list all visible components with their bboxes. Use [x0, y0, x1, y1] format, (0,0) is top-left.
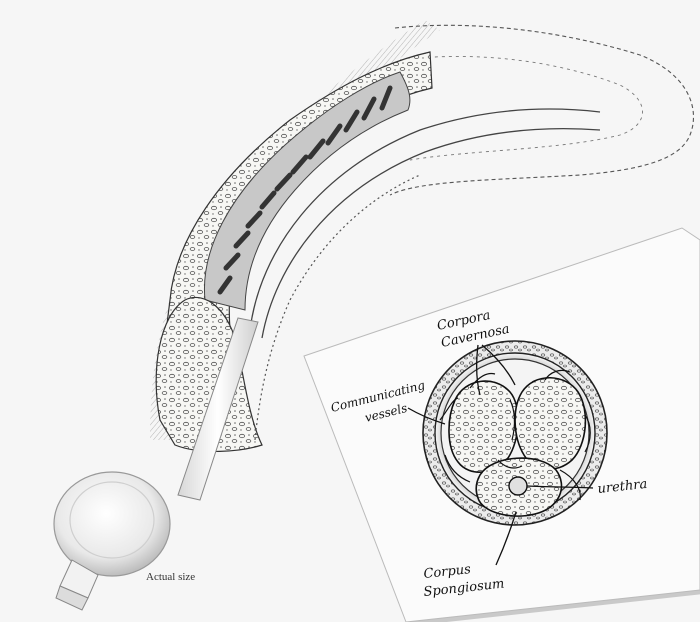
urethra-lumen — [509, 477, 527, 495]
shaft-dashed-inner — [400, 56, 643, 160]
corpus-cavernosum-right — [515, 378, 585, 470]
actual-size-caption: Actual size — [146, 571, 195, 583]
cross-section-diagram — [423, 341, 607, 525]
shaft-dashed-outline — [390, 25, 693, 195]
